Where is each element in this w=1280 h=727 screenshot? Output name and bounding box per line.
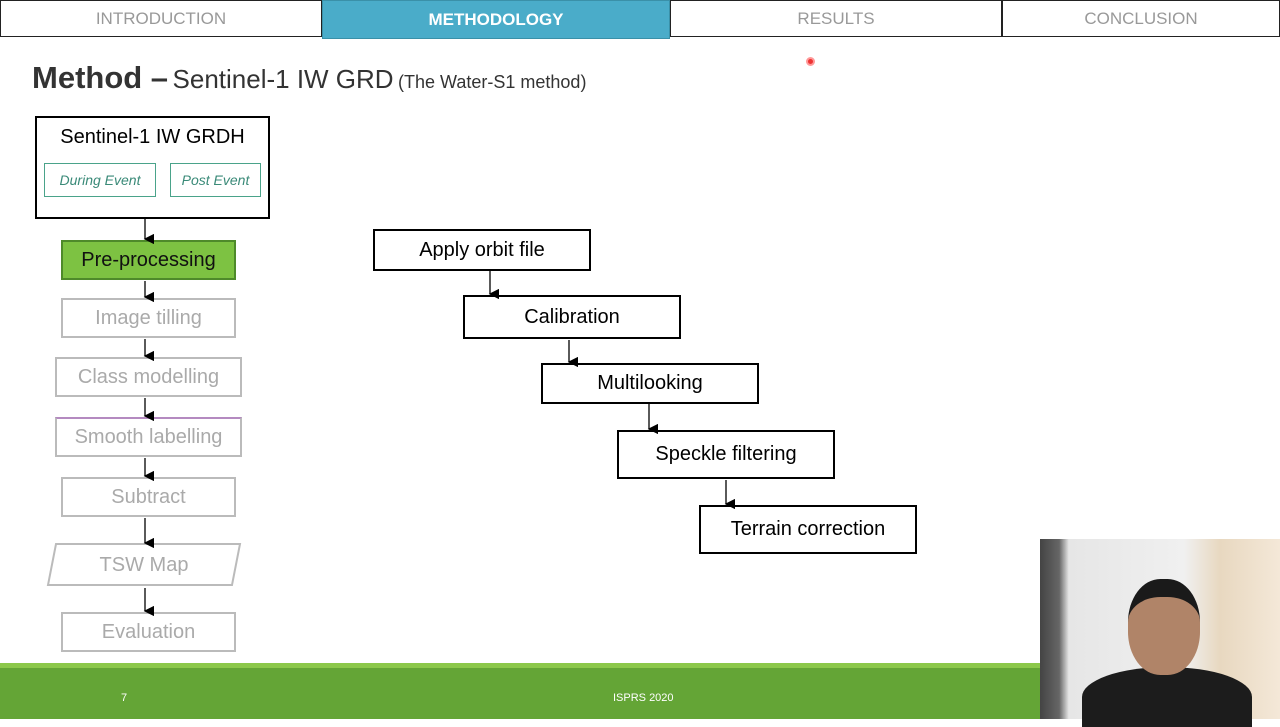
tsw-map-shape <box>46 543 242 586</box>
input-data-box: Sentinel-1 IW GRDH <box>35 116 270 219</box>
step-speckle-filtering[interactable]: Speckle filtering <box>617 430 835 479</box>
step-pre-processing[interactable]: Pre-processing <box>61 240 236 280</box>
title-bold: Method – <box>32 60 169 95</box>
step-terrain-correction[interactable]: Terrain correction <box>699 505 917 554</box>
post-event-box: Post Event <box>170 163 261 197</box>
step-calibration[interactable]: Calibration <box>463 295 681 339</box>
step-tsw-map[interactable]: TSW Map <box>99 553 189 576</box>
tab-introduction[interactable]: INTRODUCTION <box>0 0 322 37</box>
tab-results[interactable]: RESULTS <box>670 0 1002 37</box>
page-number: 7 <box>121 692 128 704</box>
step-smooth-labelling[interactable]: Smooth labelling <box>55 417 242 457</box>
title-sub: (The Water-S1 method) <box>398 72 587 92</box>
step-multilooking[interactable]: Multilooking <box>541 363 759 404</box>
conference-label: ISPRS 2020 <box>613 692 674 704</box>
step-apply-orbit-file[interactable]: Apply orbit file <box>373 229 591 271</box>
tab-conclusion[interactable]: CONCLUSION <box>1002 0 1280 37</box>
pointer-cursor <box>806 57 815 66</box>
presenter-head <box>1128 579 1200 675</box>
step-image-tilling[interactable]: Image tilling <box>61 298 236 338</box>
slide-title: Method – Sentinel-1 IW GRD (The Water-S1… <box>32 60 586 96</box>
input-label: Sentinel-1 IW GRDH <box>60 126 245 148</box>
presenter-body <box>1082 667 1252 727</box>
webcam-video <box>1040 539 1280 727</box>
during-event-box: During Event <box>44 163 156 197</box>
title-main: Sentinel-1 IW GRD <box>172 64 394 94</box>
tab-methodology[interactable]: METHODOLOGY <box>322 0 670 39</box>
